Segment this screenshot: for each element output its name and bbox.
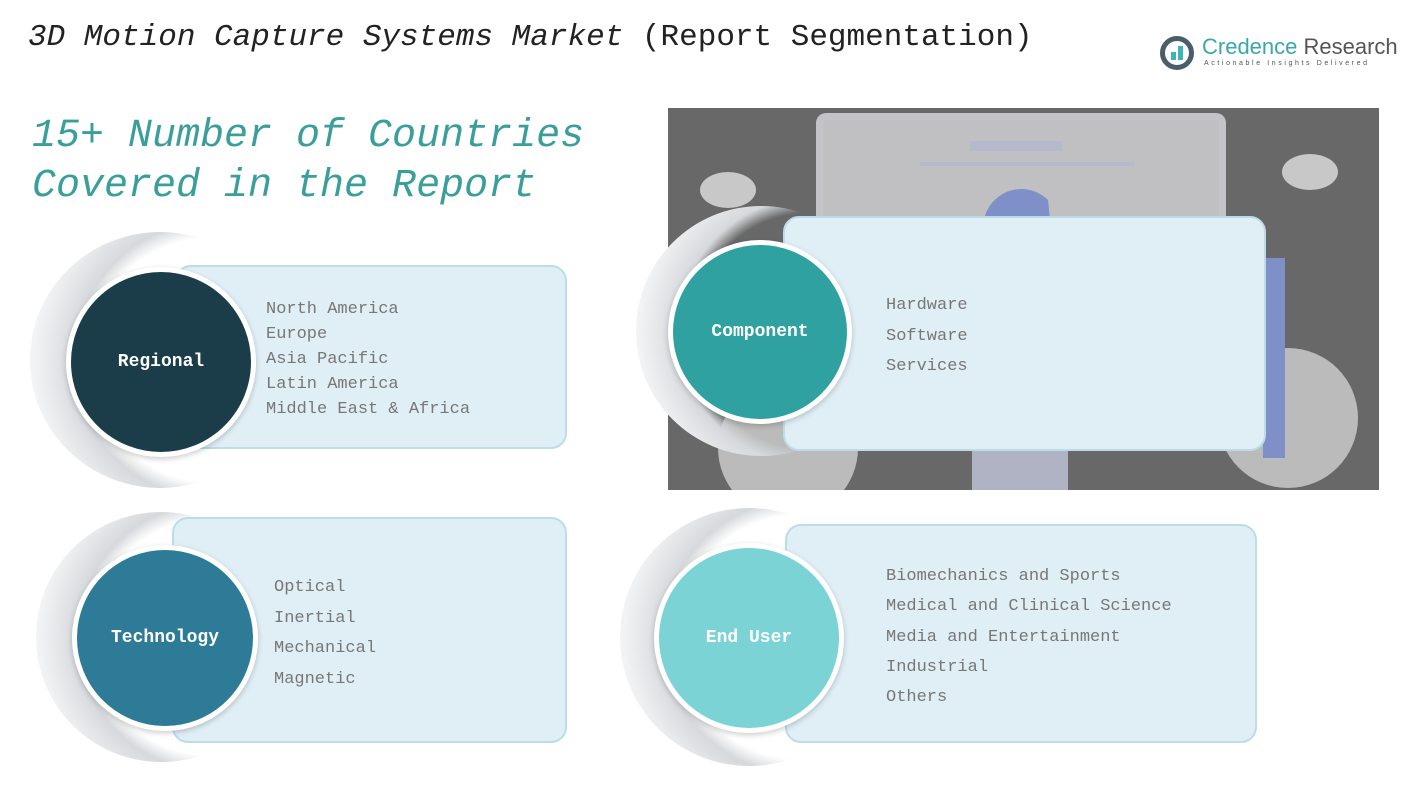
subtitle-line-1: 15+ Number of Countries: [32, 114, 585, 159]
end-user-card: [785, 524, 1257, 743]
list-item: North America: [266, 300, 399, 319]
logo-name-a: Credence: [1202, 34, 1298, 59]
list-item: Mechanical: [274, 639, 377, 658]
list-item: Europe: [266, 325, 328, 344]
list-item: Magnetic: [274, 669, 356, 689]
logo-chart-icon: [1160, 36, 1194, 70]
list-item: Hardware: [886, 296, 968, 315]
title-main: 3D Motion Capture Systems Market: [28, 20, 642, 55]
credence-research-logo: Credence Research Actionable Insights De…: [1160, 34, 1400, 74]
list-item: Optical: [274, 578, 346, 597]
component-label: Component: [711, 322, 809, 342]
component-card: [783, 216, 1266, 451]
list-item: Medical and Clinical Science: [886, 597, 1172, 617]
end-user-circle: End User: [654, 543, 844, 733]
technology-list: Optical Inertial Mechanical Magnetic: [274, 573, 376, 695]
component-list: Hardware Software Services: [886, 291, 968, 383]
title-suffix: (Report Segmentation): [641, 20, 1033, 55]
component-circle: Component: [668, 240, 852, 424]
technology-circle: Technology: [72, 545, 258, 731]
regional-list: North America Europe Asia Pacific Latin …: [266, 297, 470, 422]
list-item: Middle East & Africa: [266, 400, 471, 419]
list-item: Biomechanics and Sports: [886, 567, 1121, 586]
logo-name: Credence Research: [1202, 34, 1398, 60]
technology-label: Technology: [110, 628, 220, 648]
subtitle-line-2: Covered in the Report: [32, 164, 537, 209]
list-item: Latin America: [266, 375, 399, 394]
list-item: Asia Pacific: [266, 350, 389, 369]
regional-label: Regional: [117, 352, 205, 372]
logo-name-b: Research: [1297, 34, 1398, 59]
end-user-label: End User: [705, 628, 793, 648]
list-item: Services: [886, 357, 968, 376]
countries-subtitle: 15+ Number of Countries Covered in the R…: [32, 112, 584, 212]
end-user-list: Biomechanics and Sports Medical and Clin…: [886, 562, 1172, 713]
list-item: Media and Entertainment: [886, 627, 1121, 647]
page-title: 3D Motion Capture Systems Market (Report…: [28, 20, 1033, 55]
list-item: Software: [886, 326, 968, 346]
list-item: Inertial: [274, 608, 356, 628]
list-item: Others: [886, 688, 948, 708]
list-item: Industrial: [886, 657, 989, 677]
regional-circle: Regional: [66, 267, 256, 457]
logo-tagline: Actionable Insights Delivered: [1204, 60, 1370, 67]
